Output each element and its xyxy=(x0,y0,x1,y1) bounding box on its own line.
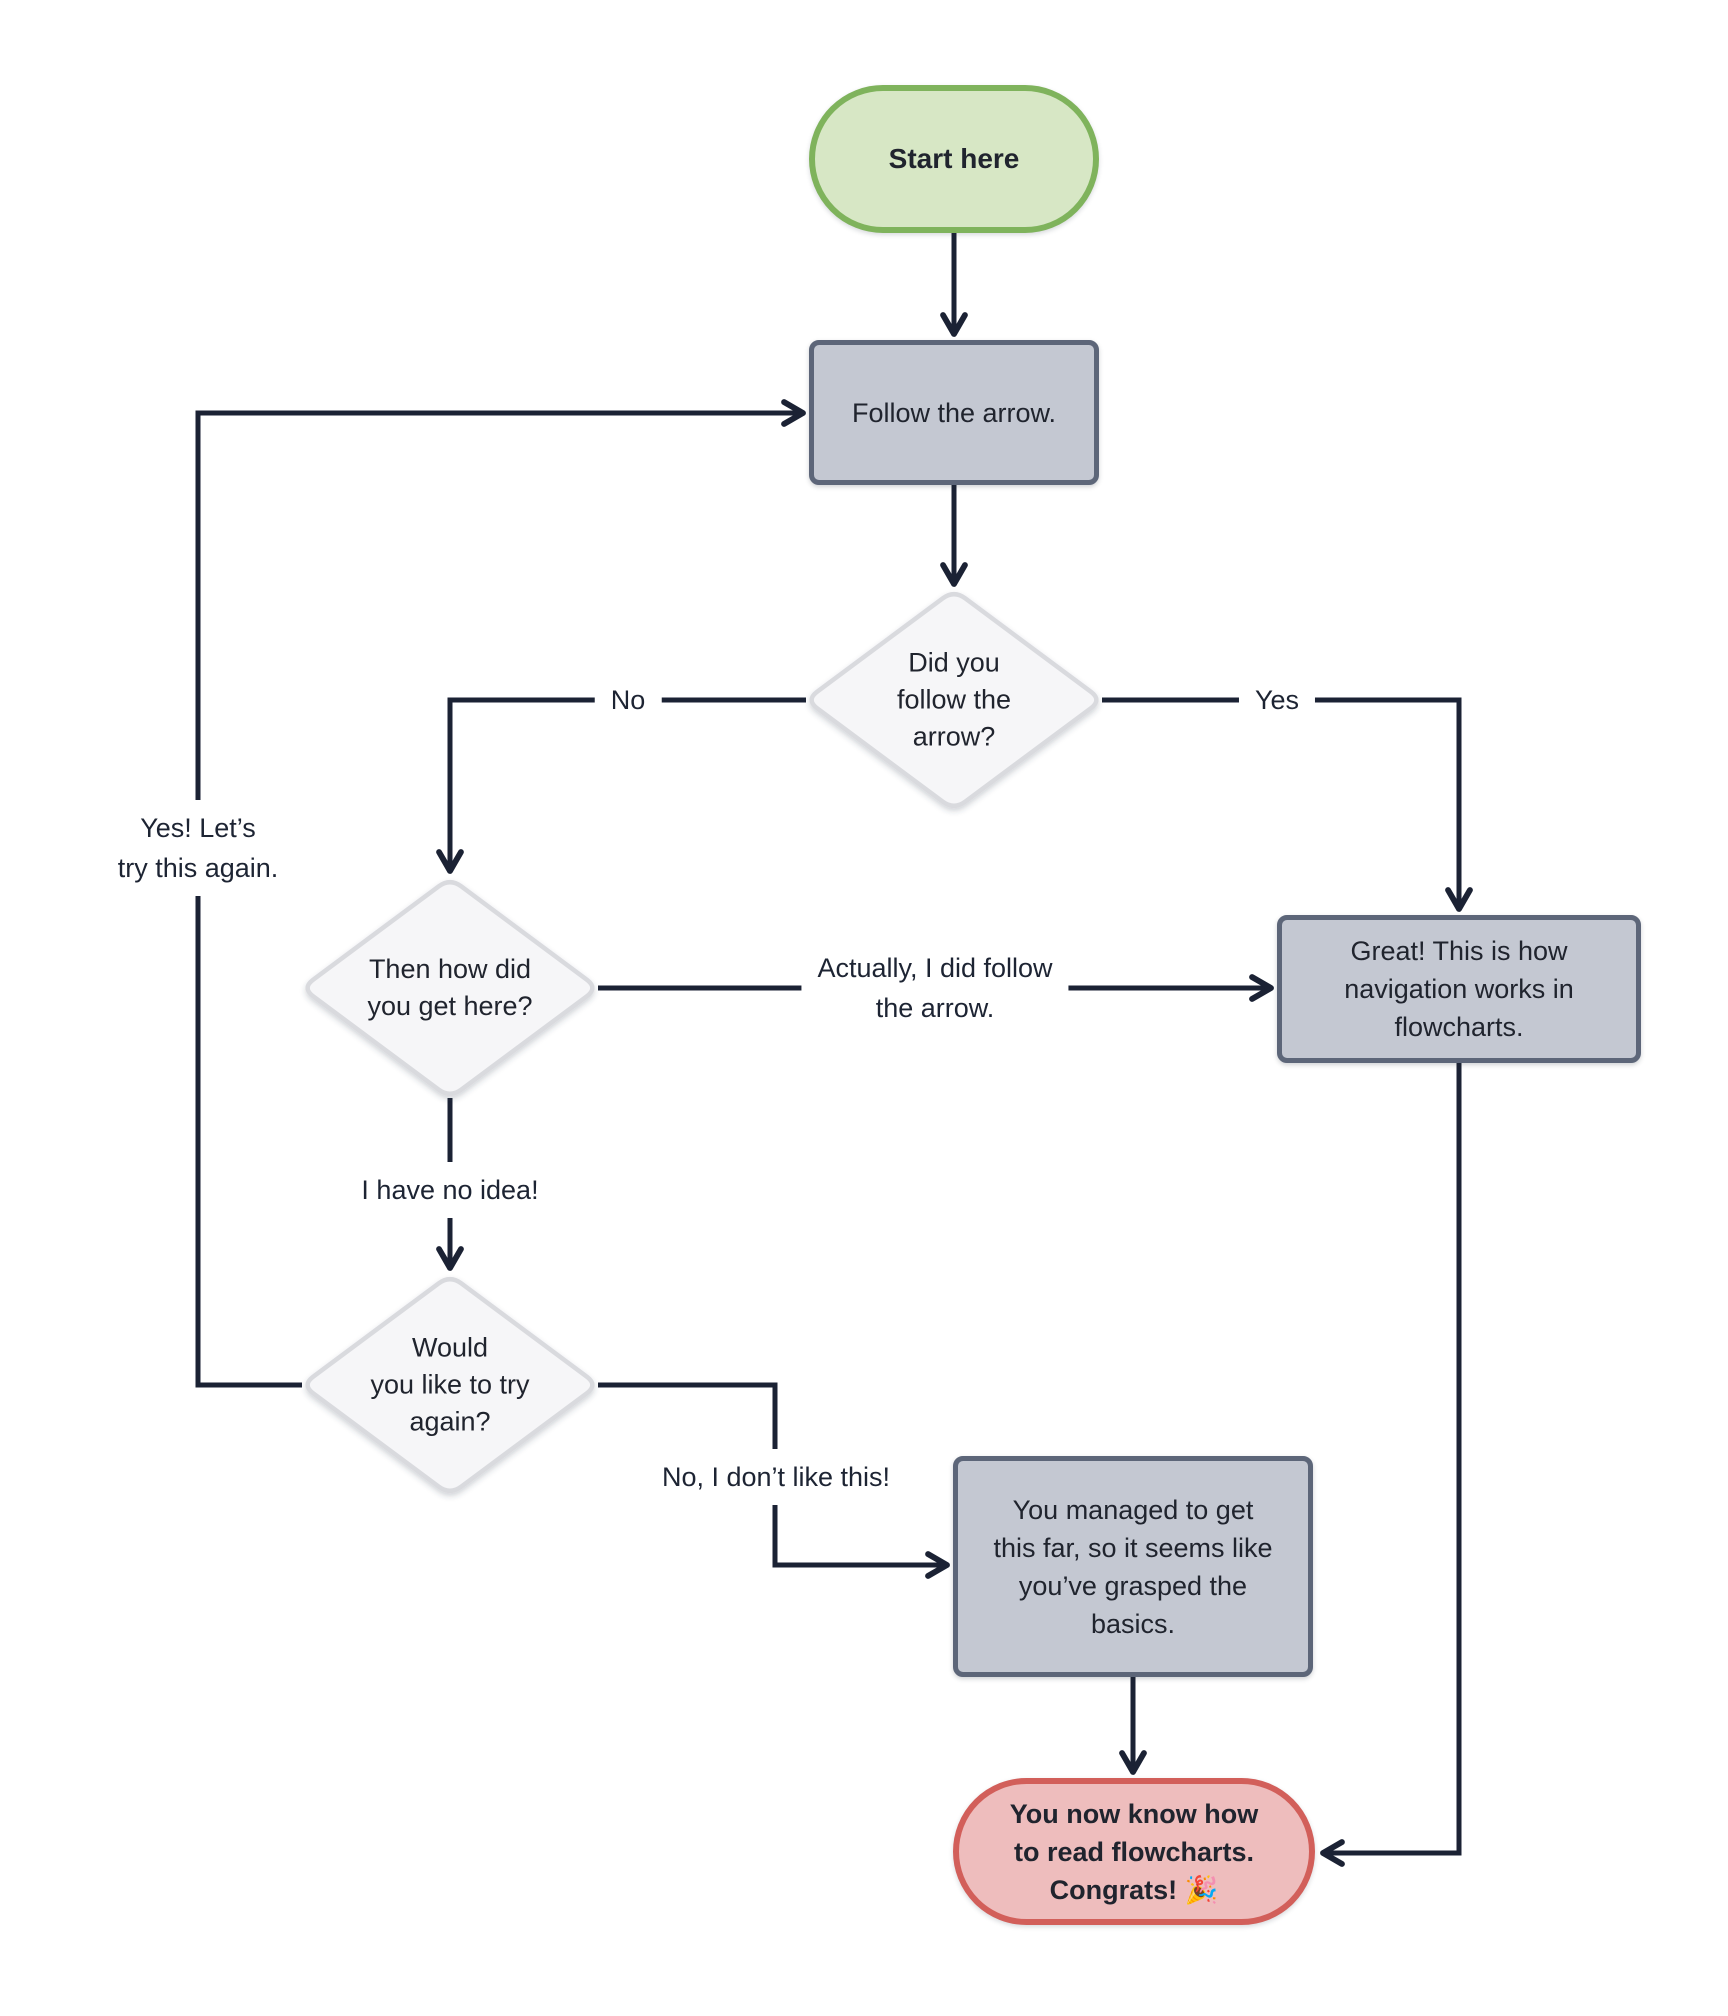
edge-great-to-congrats xyxy=(1320,1063,1462,1867)
edge-label-no-idea: I have no idea! xyxy=(345,1162,555,1218)
node-then-how-label: Then how did you get here? xyxy=(367,954,533,1021)
edge-label-dont-like: No, I don’t like this! xyxy=(645,1449,907,1505)
edge-yes-branch xyxy=(1102,697,1473,912)
node-great-navigation-label: Great! This is how navigation works in f… xyxy=(1344,936,1574,1042)
node-follow-the-arrow-label: Follow the arrow. xyxy=(851,397,1057,428)
node-congrats: You now know how to read flowcharts. Con… xyxy=(953,1778,1315,1925)
node-start-label: Start here xyxy=(888,143,1020,174)
edge-label-yes: Yes xyxy=(1238,672,1316,728)
node-great-navigation: Great! This is how navigation works in f… xyxy=(1277,915,1641,1063)
node-congrats-label: You now know how to read flowcharts. Con… xyxy=(1009,1798,1259,1905)
node-did-you-follow-label: Did you follow the arrow? xyxy=(896,647,1012,752)
edge-no-branch xyxy=(436,697,806,874)
node-start: Start here xyxy=(809,85,1099,233)
edge-label-no: No xyxy=(594,672,662,728)
node-managed-basics: You managed to get this far, so it seems… xyxy=(953,1456,1313,1677)
edge-try-again-loop xyxy=(195,399,806,1388)
edge-label-try-again: Yes! Let’s try this again. xyxy=(101,800,295,896)
node-would-you-try-label: Would you like to try again? xyxy=(370,1332,530,1437)
edge-label-actually: Actually, I did follow the arrow. xyxy=(801,940,1069,1036)
node-follow-the-arrow: Follow the arrow. xyxy=(809,340,1099,485)
node-managed-basics-label: You managed to get this far, so it seems… xyxy=(993,1494,1273,1639)
